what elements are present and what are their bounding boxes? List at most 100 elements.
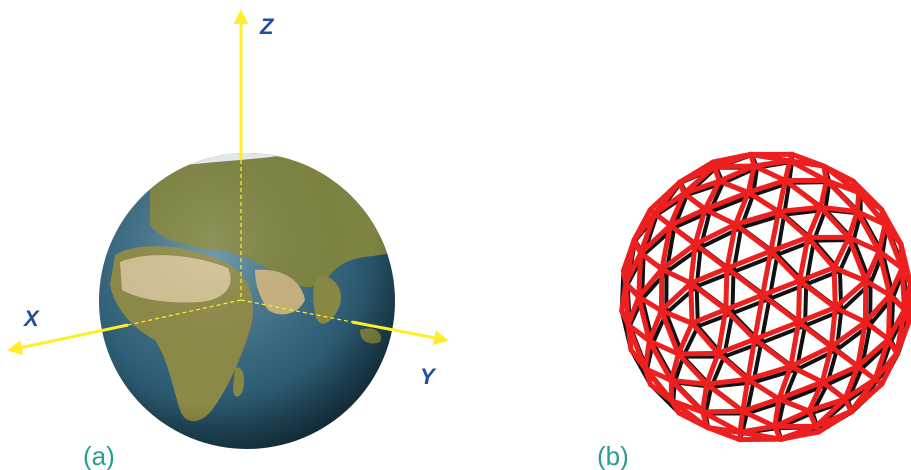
geodesic-sphere-mesh-icon <box>619 151 911 443</box>
mesh-edge-front <box>667 190 687 228</box>
mesh-edge-front <box>642 338 652 372</box>
mesh-edge-back <box>703 384 714 416</box>
mesh-edge-front <box>797 278 838 311</box>
mesh-edge-front <box>863 248 882 284</box>
mesh-edge-front <box>636 250 644 300</box>
mesh-edge-front <box>723 307 758 342</box>
mesh-edge-front <box>652 211 673 228</box>
mesh-edge-front <box>740 396 782 414</box>
mesh-edge-front <box>768 248 803 284</box>
earth-globe-icon <box>99 153 395 449</box>
mesh-edge-front <box>776 178 788 215</box>
mesh-edge-front <box>745 336 758 382</box>
mesh-edge-front <box>700 409 743 435</box>
mesh-edge-front <box>832 278 869 311</box>
mesh-edge-front <box>805 204 824 240</box>
mesh-edge-front <box>887 292 907 313</box>
mesh-edge-front <box>715 336 758 356</box>
mesh-edge-front <box>692 221 738 247</box>
mesh-edge-front <box>732 209 782 227</box>
mesh-edge-front <box>642 366 674 404</box>
mesh-edge-front <box>782 158 793 184</box>
mesh-edge-front <box>625 294 642 328</box>
mesh-edge-front <box>806 408 819 429</box>
mesh-edge-front <box>806 379 825 414</box>
y-axis <box>351 320 449 346</box>
mesh-edge-front <box>772 408 812 429</box>
mesh-edge-front <box>636 266 665 300</box>
mesh-edge-front <box>692 206 708 247</box>
mesh-edge-front <box>646 338 681 357</box>
mesh-edge-front <box>702 206 738 227</box>
mesh-edge-front <box>636 294 664 314</box>
mesh-edge-front <box>688 280 695 326</box>
mesh-edge-front <box>658 308 681 357</box>
mesh-edge-front <box>636 294 652 344</box>
mesh-edge-front <box>745 376 782 402</box>
mesh-edge-front <box>745 363 794 382</box>
mesh-edge-front <box>787 158 830 184</box>
mesh-edge-front <box>681 178 722 196</box>
axes <box>7 9 449 355</box>
mesh-edge-front <box>796 278 803 325</box>
mesh-edge-front <box>776 204 824 215</box>
mesh-edge-front <box>724 265 766 298</box>
y-axis-hidden <box>240 299 353 323</box>
mesh-edge-front <box>788 319 802 369</box>
mesh-edge-front <box>689 320 721 356</box>
mesh-edge-front <box>688 241 698 286</box>
mesh-edge-front <box>846 234 882 254</box>
mesh-edge-front <box>788 363 825 385</box>
mesh-edge-front <box>872 336 891 382</box>
mesh-edge-front <box>681 164 717 196</box>
mesh-edge-front <box>752 292 766 342</box>
mesh-edge-front <box>760 278 803 298</box>
panel-b-label: (b) <box>597 441 629 470</box>
mesh-edge-front <box>885 307 907 342</box>
mesh-edge-front <box>625 322 652 344</box>
mesh-edge-front <box>723 292 766 313</box>
mesh-edge-front <box>668 351 681 383</box>
mesh-edge-front <box>675 320 695 357</box>
mesh-edge-front <box>832 305 868 325</box>
mesh-edge-front <box>819 363 861 385</box>
mesh-edge-front <box>745 178 788 195</box>
mesh-edge-front <box>819 344 834 385</box>
mesh-edge-front <box>711 164 722 184</box>
mesh-edge-front <box>638 211 658 256</box>
mesh-edge-front <box>700 408 746 415</box>
mesh-edge-front <box>688 280 729 313</box>
mesh-edge-front <box>702 178 722 212</box>
mesh-edge-front <box>876 248 905 271</box>
mesh-edge-front <box>818 178 830 210</box>
mesh-edge-front <box>776 396 812 414</box>
mesh-edge-front <box>659 222 673 272</box>
globe-shading <box>99 153 395 449</box>
mesh-edge-front <box>689 307 729 326</box>
mesh-edge-front <box>818 204 852 240</box>
mesh-edge-front <box>828 344 861 369</box>
mesh-edge-front <box>796 305 838 325</box>
mesh-edge-front <box>776 209 811 240</box>
mesh-edge-front <box>899 265 907 313</box>
mesh-edge-front <box>711 163 757 170</box>
mesh-edge-front <box>667 206 708 228</box>
mesh-edge-front <box>772 396 782 429</box>
panel-a-label: (a) <box>83 441 115 470</box>
mesh-edge-front <box>646 308 664 344</box>
mesh-edge-front <box>737 423 778 435</box>
mesh-edge-front <box>716 163 757 184</box>
mesh-edge-front <box>854 209 888 227</box>
mesh-edge-front <box>668 377 710 387</box>
mesh-edge-front <box>751 163 788 184</box>
mesh-edge-front <box>768 234 811 254</box>
mesh-edge-front <box>688 265 730 286</box>
mesh-edge-front <box>831 265 838 311</box>
mesh-edge-front <box>797 265 837 284</box>
mesh-edge-front <box>638 250 665 272</box>
mesh-edge-front <box>659 266 694 286</box>
y-axis-label: Y <box>420 364 437 389</box>
mesh-edge-front <box>846 209 860 240</box>
mesh-edge-front <box>797 234 811 284</box>
